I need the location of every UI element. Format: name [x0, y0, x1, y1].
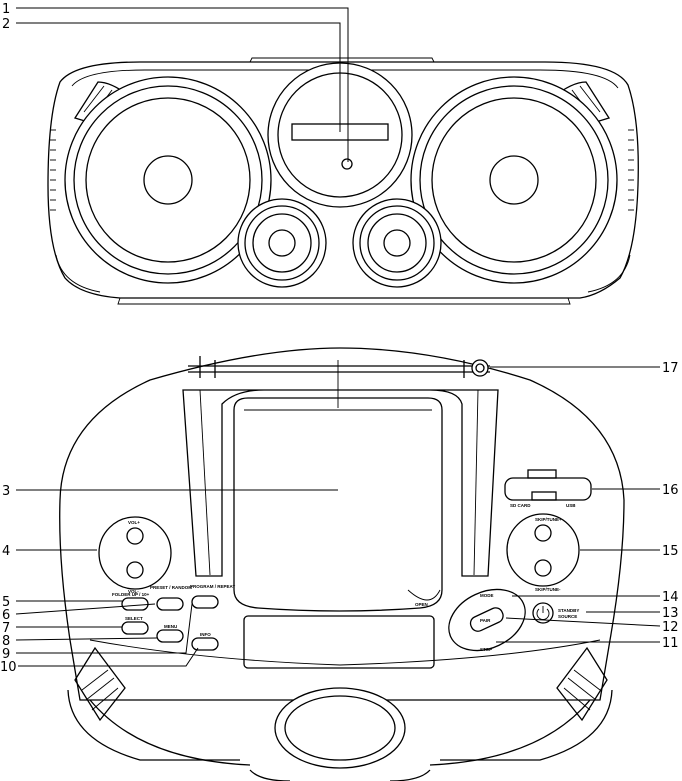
volume-down-button[interactable]	[126, 561, 144, 579]
callouts: 1 2 3 4 5 6 7 8 9 10 11 12 13	[0, 2, 679, 675]
menu-button[interactable]	[156, 629, 184, 643]
front-left-speaker	[64, 76, 272, 284]
callout-2: 2	[2, 17, 10, 32]
carry-handle	[182, 389, 499, 577]
mode-label: MODE	[480, 593, 494, 598]
usb-sd-port-area: SD CARD USB	[504, 469, 592, 508]
play-pair-label: PAIR	[480, 618, 491, 623]
bottom-speakers	[67, 646, 613, 781]
stop-label: STOP	[480, 647, 492, 652]
callout-8: 8	[2, 634, 10, 649]
skip-up-button[interactable]	[534, 524, 552, 542]
telescopic-antenna	[188, 356, 490, 378]
play-pair-button[interactable]	[468, 606, 505, 634]
standby-label: STANDBY	[558, 608, 579, 613]
usb-label: USB	[566, 503, 576, 508]
front-right-tweeter	[352, 198, 442, 288]
callout-13: 13	[662, 606, 679, 621]
front-left-tweeter	[237, 198, 327, 288]
callout-17: 17	[662, 361, 679, 376]
left-side-grille	[50, 129, 56, 211]
open-label: OPEN	[415, 602, 428, 607]
preset-random-label: PRESET / RANDOM	[150, 585, 192, 590]
cd-lid: OPEN	[233, 360, 443, 612]
select-button[interactable]	[121, 621, 149, 635]
callout-6: 6	[2, 608, 10, 623]
callout-15: 15	[662, 544, 679, 559]
program-repeat-button[interactable]	[191, 595, 219, 609]
folder-up-button[interactable]	[121, 597, 149, 611]
callout-3: 3	[2, 484, 10, 499]
skip-down-button[interactable]	[534, 559, 552, 577]
usb-port	[531, 491, 557, 501]
source-label: SOURCE	[558, 614, 577, 619]
select-label: SELECT	[125, 616, 143, 621]
preset-random-button[interactable]	[156, 597, 184, 611]
menu-label: MENU	[164, 624, 177, 629]
callout-9: 9	[2, 647, 10, 662]
lower-panel-recess	[243, 615, 435, 669]
callout-16: 16	[662, 483, 679, 498]
callout-11: 11	[662, 636, 679, 651]
front-view	[47, 57, 639, 305]
vol-plus-label: VOL+	[128, 520, 140, 525]
top-body-outline	[59, 347, 625, 701]
volume-up-button[interactable]	[126, 527, 144, 545]
program-repeat-label: PROGRAM / REPEAT	[190, 584, 235, 589]
callout-4: 4	[2, 544, 10, 559]
callout-1: 1	[2, 2, 10, 17]
top-view: OPEN SD CARD USB VOL+ VOL- SKIP/TUNE+ SK…	[59, 347, 625, 781]
callout-10: 10	[0, 660, 17, 675]
skip-up-label: SKIP/TUNE+	[535, 517, 562, 522]
folder-up-label: FOLDER UP / 10+	[112, 592, 150, 597]
info-label: INFO	[200, 632, 211, 637]
callout-5: 5	[2, 595, 10, 610]
info-button[interactable]	[191, 637, 219, 651]
ir-sensor	[341, 158, 353, 170]
skip-tune-control[interactable]: SKIP/TUNE+ SKIP/TUNE-	[506, 513, 580, 592]
skip-down-label: SKIP/TUNE-	[535, 587, 561, 592]
callout-7: 7	[2, 621, 10, 636]
callout-12: 12	[662, 620, 679, 635]
sd-card-label: SD CARD	[510, 503, 531, 508]
callout-14: 14	[662, 590, 679, 605]
sd-card-slot	[527, 469, 557, 479]
vol-minus-label: VOL-	[128, 589, 139, 594]
cd-control-pad: PAIR MODE STOP	[448, 588, 526, 652]
control-buttons-left: FOLDER UP / 10+ PRESET / RANDOM PROGRAM …	[112, 584, 235, 651]
right-side-grille	[628, 129, 634, 211]
standby-control[interactable]: STANDBY SOURCE	[532, 602, 579, 624]
volume-control[interactable]: VOL+ VOL-	[98, 516, 172, 594]
front-right-speaker	[410, 76, 618, 284]
